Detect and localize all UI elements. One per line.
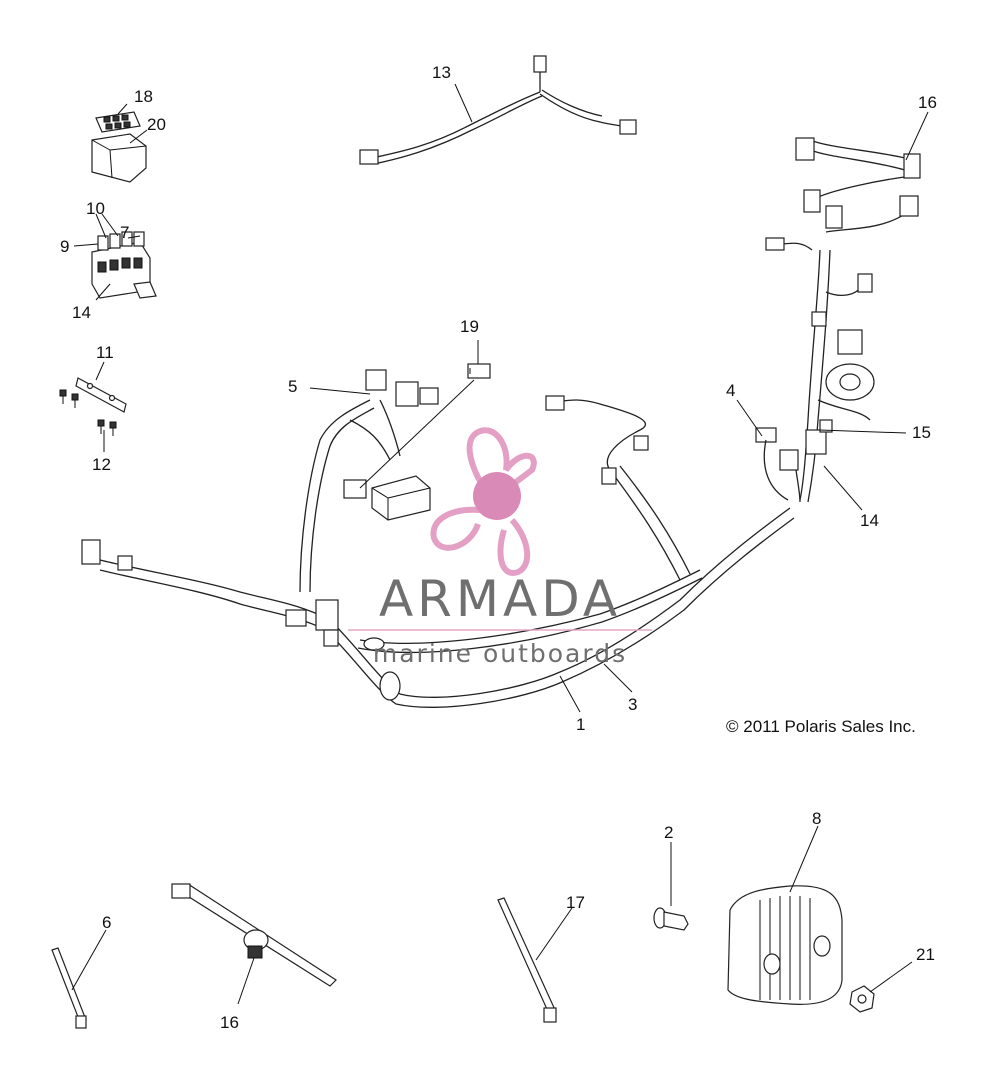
callout-8: 8 — [812, 809, 821, 828]
main-harness-part — [81, 363, 833, 708]
watermark-subtitle: marine outboards — [373, 639, 627, 668]
regulator-8-part — [727, 825, 843, 1005]
callout-16-harness: 16 — [918, 93, 937, 112]
callout-10: 10 — [86, 199, 105, 218]
callout-7: 7 — [120, 223, 129, 242]
callout-3: 3 — [628, 695, 637, 714]
callout-20: 20 — [147, 115, 166, 134]
fuse-block-group — [73, 213, 157, 301]
harness-13-part — [359, 55, 637, 165]
callouts: 18 20 10 9 7 14 11 12 13 5 19 16 4 15 14… — [60, 63, 937, 1032]
cable-tie-17-part — [497, 897, 573, 1023]
fuse-box-cover-group — [91, 103, 148, 183]
callout-19: 19 — [460, 317, 479, 336]
callout-16-tie-mount: 16 — [220, 1013, 239, 1032]
cable-tie-6-part — [51, 929, 107, 1029]
propeller-logo-icon — [430, 427, 537, 576]
callout-21: 21 — [916, 945, 935, 964]
copyright-text: © 2011 Polaris Sales Inc. — [726, 717, 916, 736]
nut-21-part — [849, 961, 913, 1013]
callout-14-harness: 14 — [860, 511, 879, 530]
bracket-and-screws-group — [59, 361, 127, 452]
callout-12: 12 — [92, 455, 111, 474]
callout-18: 18 — [134, 87, 153, 106]
push-rivet-2-part — [653, 842, 689, 931]
callout-11: 11 — [96, 343, 114, 362]
cable-tie-mount-16-part — [171, 883, 337, 1005]
fuse-box-cover-part — [91, 133, 147, 183]
callout-5: 5 — [288, 377, 297, 396]
watermark-title: ARMADA — [379, 570, 621, 628]
leader-lines — [309, 340, 907, 713]
callout-17: 17 — [566, 893, 585, 912]
callout-4: 4 — [726, 381, 735, 400]
watermark: ARMADA marine outboards — [348, 427, 652, 668]
bracket-part — [75, 377, 127, 413]
callout-15: 15 — [912, 423, 931, 442]
fuse-block-part — [91, 231, 157, 299]
label-strip-part — [95, 111, 141, 133]
harness-16-part — [765, 111, 929, 503]
screw-part — [59, 389, 117, 436]
callout-2: 2 — [664, 823, 673, 842]
callout-6: 6 — [102, 913, 111, 932]
callout-14-fuse-block: 14 — [72, 303, 91, 322]
callout-9: 9 — [60, 237, 69, 256]
callout-13: 13 — [432, 63, 451, 82]
callout-1: 1 — [576, 715, 585, 734]
